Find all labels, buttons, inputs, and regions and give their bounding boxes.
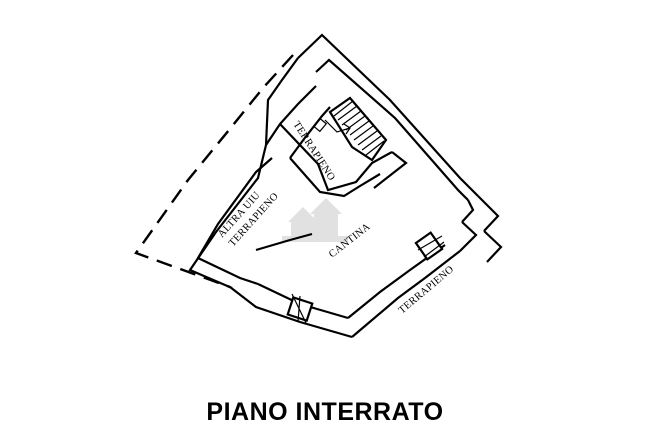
watermark-logo [282, 198, 348, 242]
outer-walls [188, 33, 503, 339]
window-south [286, 293, 314, 324]
stair [312, 96, 388, 162]
plan-title: PIANO INTERRATO [206, 398, 444, 426]
label-terrapieno-upper: TERRAPIENO [290, 120, 337, 183]
dashed-boundary [134, 54, 294, 289]
window-east [414, 231, 445, 261]
